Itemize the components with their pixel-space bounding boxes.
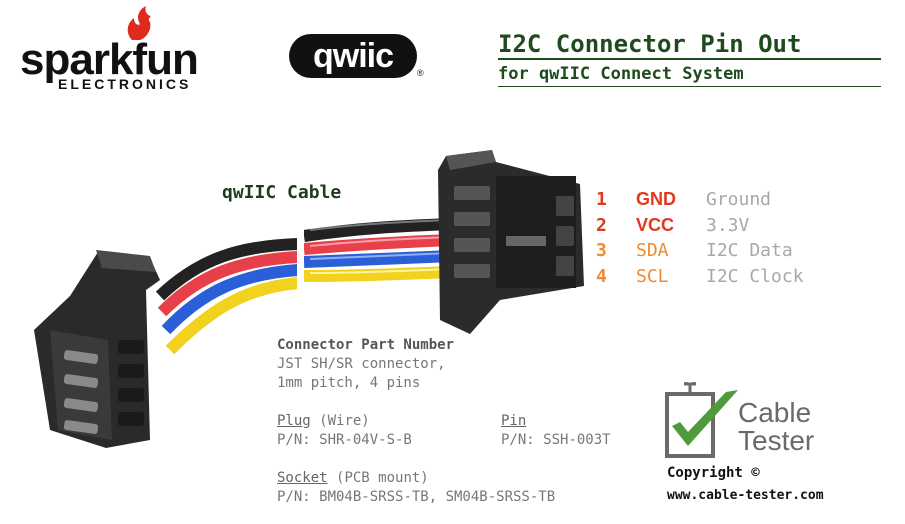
pin-row: 2 VCC 3.3V bbox=[596, 212, 749, 238]
part-number-heading: Connector Part Number bbox=[277, 337, 455, 353]
page-title: I2C Connector Pin Out bbox=[498, 30, 802, 58]
cable-wires-right bbox=[303, 218, 453, 282]
pin-description: 3.3V bbox=[706, 215, 750, 236]
plug-part-number: P/N: SHR-04V-S-B bbox=[277, 432, 412, 448]
cable-label: qwIIC Cable bbox=[222, 182, 342, 203]
pin-label: Pin bbox=[501, 413, 527, 429]
plug-heading: Plug (Wire) bbox=[277, 412, 370, 431]
left-connector-plug bbox=[34, 250, 160, 448]
website-link[interactable]: www.cable-tester.com bbox=[667, 488, 824, 503]
pin-row: 3 SDA I2C Data bbox=[596, 238, 793, 264]
pin-number: 3 bbox=[596, 240, 607, 261]
cable-tester-logo-line1: Cable bbox=[738, 397, 812, 428]
sparkfun-logo-subtitle: ELECTRONICS bbox=[58, 76, 192, 92]
pin-row: 4 SCL I2C Clock bbox=[596, 264, 804, 290]
pin-name: SCL bbox=[636, 266, 669, 287]
pin-description: I2C Data bbox=[706, 240, 793, 261]
subtitle-underline bbox=[498, 86, 881, 87]
part-desc-line2: 1mm pitch, 4 pins bbox=[277, 375, 421, 391]
qwiic-registered-mark: ® bbox=[417, 68, 424, 78]
plug-note: (Wire) bbox=[319, 413, 370, 429]
pin-number: 1 bbox=[596, 189, 607, 210]
pin-description: I2C Clock bbox=[706, 266, 804, 287]
pin-row: 1 GND Ground bbox=[596, 186, 771, 212]
copyright-text: Copyright © bbox=[667, 465, 760, 481]
pin-part-number: P/N: SSH-003T bbox=[501, 432, 611, 448]
sparkfun-logo-word: sparkfun bbox=[20, 35, 199, 84]
socket-note: (PCB mount) bbox=[336, 470, 429, 486]
cable-wires-left bbox=[155, 238, 299, 355]
pin-heading: Pin bbox=[501, 412, 526, 431]
socket-label: Socket bbox=[277, 470, 328, 486]
cable-tester-check-icon bbox=[665, 382, 738, 458]
right-connector-housing bbox=[438, 150, 584, 334]
pin-name: GND bbox=[636, 189, 676, 209]
pin-name: VCC bbox=[636, 215, 675, 235]
part-desc-line1: JST SH/SR connector, bbox=[277, 356, 446, 372]
cable-tester-logo-line2: Tester bbox=[738, 425, 815, 456]
pin-name: SDA bbox=[636, 240, 669, 261]
pin-number: 4 bbox=[596, 266, 607, 287]
socket-part-number: P/N: BM04B-SRSS-TB, SM04B-SRSS-TB bbox=[277, 489, 556, 505]
sparkfun-flame-icon bbox=[127, 6, 151, 40]
title-underline bbox=[498, 58, 881, 60]
page-subtitle: for qwIIC Connect System bbox=[498, 64, 744, 84]
plug-label: Plug bbox=[277, 413, 311, 429]
pin-description: Ground bbox=[706, 189, 772, 210]
pin-number: 2 bbox=[596, 215, 607, 236]
socket-heading: Socket (PCB mount) bbox=[277, 469, 429, 488]
qwiic-logo: qwiic bbox=[289, 34, 417, 78]
